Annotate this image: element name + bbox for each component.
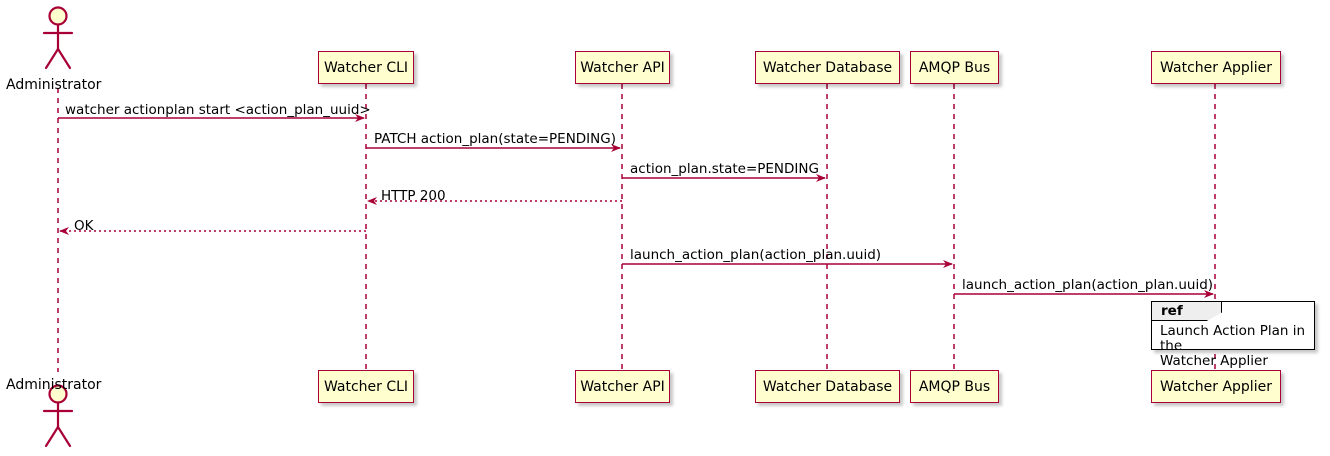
message-label-2: PATCH action_plan(state=PENDING) (374, 131, 616, 147)
actor-figure (42, 6, 74, 70)
ref-fragment-tab-label: ref (1152, 302, 1222, 321)
participant-watcher-database-bottom[interactable]: Watcher Database (755, 370, 900, 403)
participant-watcher-database-top[interactable]: Watcher Database (755, 51, 900, 84)
participant-watcher-cli-top[interactable]: Watcher CLI (318, 51, 414, 84)
participant-watcher-api-bottom[interactable]: Watcher API (575, 370, 670, 403)
participant-amqp-bus-top[interactable]: AMQP Bus (910, 51, 999, 84)
participant-watcher-cli-bottom[interactable]: Watcher CLI (318, 370, 414, 403)
participant-watcher-api-top[interactable]: Watcher API (575, 51, 670, 84)
ref-fragment-body-line-2: Watcher Applier (1160, 353, 1268, 369)
participant-watcher-applier-top[interactable]: Watcher Applier (1151, 51, 1281, 84)
actor-figure (42, 384, 74, 448)
actor-label-administrator-top: Administrator (6, 77, 102, 93)
ref-fragment-body-line-1: Launch Action Plan in the (1160, 323, 1306, 354)
message-label-5: OK (74, 218, 94, 234)
message-label-6: launch_action_plan(action_plan.uuid) (630, 247, 882, 263)
message-label-7: launch_action_plan(action_plan.uuid) (962, 277, 1214, 293)
participant-amqp-bus-bottom[interactable]: AMQP Bus (910, 370, 999, 403)
message-label-4: HTTP 200 (381, 188, 446, 204)
actor-label-administrator-bottom: Administrator (6, 377, 102, 393)
message-label-1: watcher actionplan start <action_plan_uu… (65, 102, 371, 118)
participant-watcher-applier-bottom[interactable]: Watcher Applier (1151, 370, 1281, 403)
message-label-3: action_plan.state=PENDING (630, 161, 819, 177)
